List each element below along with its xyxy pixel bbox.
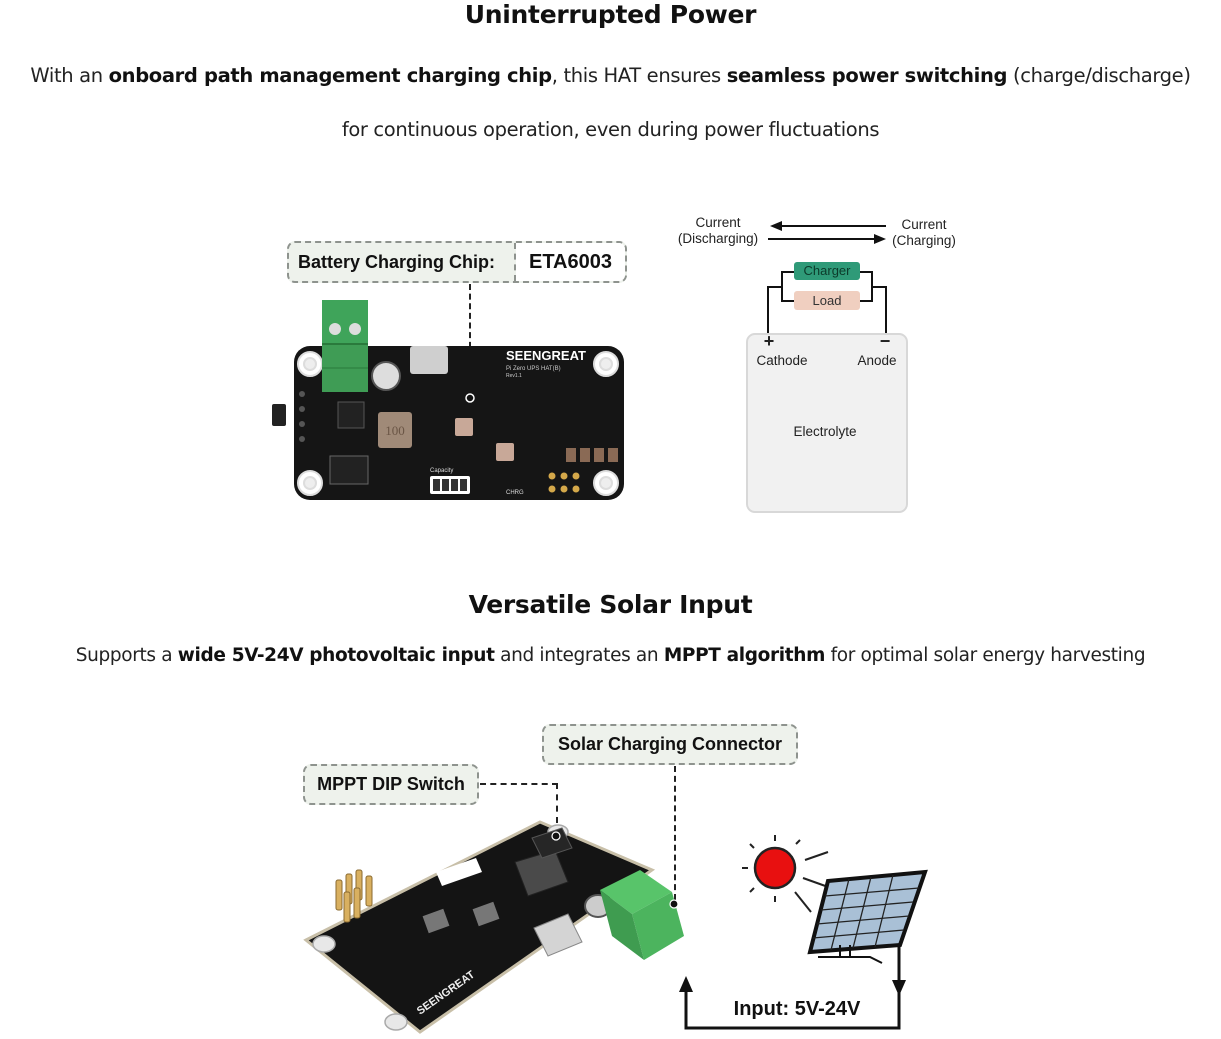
section-title-uninterrupted-power: Uninterrupted Power xyxy=(464,0,757,29)
solar-illustration xyxy=(742,835,928,955)
battery-cell xyxy=(746,333,908,513)
chip-leader-dot xyxy=(465,393,475,403)
minus-symbol: − xyxy=(879,331,891,351)
capacitor xyxy=(371,361,401,391)
text: (charge/discharge) xyxy=(1007,64,1191,87)
usb-c-port xyxy=(410,346,448,374)
ic xyxy=(337,401,365,429)
inductor-mark: 100 xyxy=(385,423,405,438)
solar-terminal-block xyxy=(600,870,684,960)
solar-connector-callout: Solar Charging Connector xyxy=(542,724,798,765)
chip-callout-label: Battery Charging Chip: xyxy=(298,251,496,272)
chip-callout-value: ETA6003 xyxy=(516,243,625,281)
arrow-down xyxy=(892,980,906,996)
highlight-mppt: MPPT algorithm xyxy=(663,645,826,666)
highlight-charging-chip: onboard path management charging chip xyxy=(108,64,552,87)
text: (Charging) xyxy=(892,233,956,248)
chip-inductor xyxy=(455,418,473,436)
board-model: Pi Zero UPS HAT(B) xyxy=(506,366,561,372)
input-wire xyxy=(679,944,906,1030)
connector-leader-vertical xyxy=(674,766,676,900)
text: and integrates an xyxy=(494,645,664,666)
chip-callout-divider xyxy=(514,243,516,281)
usb-c-port xyxy=(533,913,583,957)
battery-terminal-block xyxy=(322,300,368,392)
board-rev: Rev1.1 xyxy=(506,373,522,379)
chip-inductor xyxy=(422,908,450,934)
connector-leader-dot xyxy=(669,899,679,909)
dip-leader-dot xyxy=(551,831,561,841)
text: Supports a xyxy=(75,645,178,666)
board-brand: SEENGREAT xyxy=(506,348,586,363)
text: Current xyxy=(901,217,947,232)
dip-leader-horizontal xyxy=(480,783,558,785)
dip-switch xyxy=(531,827,573,859)
dip-leader-vertical xyxy=(556,783,558,823)
chip-inductor xyxy=(472,901,500,927)
current-discharging-label: Current (Discharging) xyxy=(672,215,764,247)
input-voltage-label: Input: 5V-24V xyxy=(733,998,861,1020)
board-top-view: 100 SEENGREAT Pi Zero UPS HAT(B) Rev1.1 … xyxy=(272,300,624,500)
power-switch xyxy=(272,404,286,426)
load-block: Load xyxy=(794,291,860,310)
current-charging-label: Current (Charging) xyxy=(884,217,964,249)
section1-description-line1: With an onboard path management charging… xyxy=(0,64,1221,87)
pogo-pins xyxy=(335,869,373,923)
cathode-label: Cathode xyxy=(756,353,808,368)
arrow-up xyxy=(679,976,693,992)
chrg-label: CHRG xyxy=(506,490,524,496)
dip-switch xyxy=(329,455,369,485)
text: for optimal solar energy harvesting xyxy=(825,645,1146,666)
chip-callout: Battery Charging Chip: ETA6003 xyxy=(287,241,627,283)
highlight-pv-input: wide 5V-24V photovoltaic input xyxy=(177,645,495,666)
anode-label: Anode xyxy=(857,353,897,368)
mounting-holes xyxy=(297,351,619,496)
sun-icon xyxy=(742,835,832,913)
section2-description: Supports a wide 5V-24V photovoltaic inpu… xyxy=(0,645,1221,666)
highlight-seamless-switching: seamless power switching xyxy=(726,64,1008,87)
text: With an xyxy=(30,64,109,87)
inductor-100 xyxy=(378,412,412,448)
charger-block: Charger xyxy=(794,262,860,280)
solar-panel-icon xyxy=(807,869,928,955)
text: Current xyxy=(695,215,741,230)
pogo-pins xyxy=(548,472,580,493)
section1-description-line2: for continuous operation, even during po… xyxy=(341,118,880,141)
board-perspective-view: SEENGREAT xyxy=(303,820,684,1034)
chip-inductor xyxy=(496,443,514,461)
pcb xyxy=(303,820,656,1034)
dip-switch-callout: MPPT DIP Switch xyxy=(303,764,479,805)
capacity-label: Capacity xyxy=(430,468,453,474)
header-pins xyxy=(299,391,305,442)
battery-circuit-wires xyxy=(767,221,887,343)
text: (Discharging) xyxy=(677,231,759,246)
electrolyte-label: Electrolyte xyxy=(793,424,857,439)
capacity-indicator xyxy=(436,858,482,886)
section-title-versatile-solar-input: Versatile Solar Input xyxy=(468,590,753,619)
plus-symbol: + xyxy=(763,331,775,351)
chip-leader-line xyxy=(469,284,471,396)
text: , this HAT ensures xyxy=(551,64,727,87)
solar-panel-stand xyxy=(818,945,883,964)
smd-capacitors xyxy=(566,448,618,462)
